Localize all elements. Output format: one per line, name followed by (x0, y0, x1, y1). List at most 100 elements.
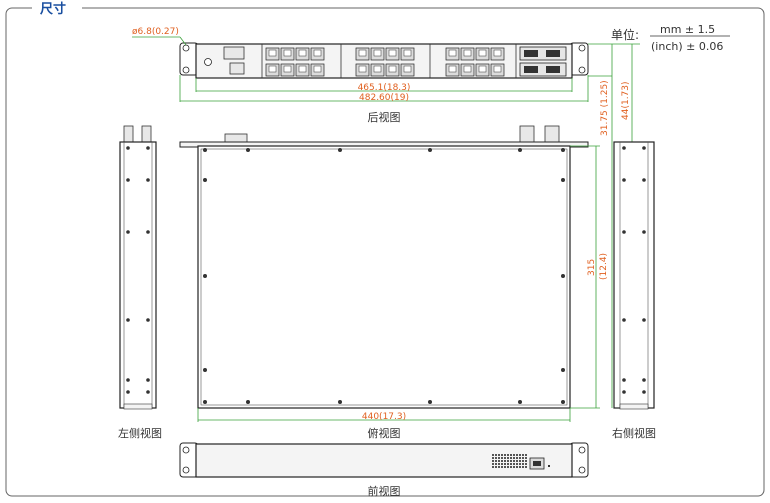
top-view-body (197, 145, 571, 409)
led-dot (510, 466, 512, 468)
led-dot (501, 454, 503, 456)
led-dot (498, 454, 500, 456)
left-side-body (119, 141, 157, 409)
power-terminal-top (223, 46, 245, 60)
led-dot (492, 466, 494, 468)
height-small-label: 31.75 (1.25) (600, 80, 610, 136)
led-dot (501, 466, 503, 468)
led-dot (495, 466, 497, 468)
led-dot (507, 463, 509, 465)
screw-icon (622, 390, 626, 394)
units-imperial: (inch) ± 0.06 (651, 40, 723, 53)
screw-icon (428, 148, 432, 152)
led-dot (498, 457, 500, 459)
outer-width-label: 482.60(19) (359, 93, 409, 103)
led-dot (516, 463, 518, 465)
top-view-caption: 俯视图 (368, 426, 401, 440)
led-dot (492, 460, 494, 462)
screw-icon (146, 178, 150, 182)
led-dot (492, 454, 494, 456)
screw-icon (203, 178, 207, 182)
led-dot (516, 460, 518, 462)
led-dot (501, 463, 503, 465)
led-dot (510, 454, 512, 456)
led-dot (519, 454, 521, 456)
led-dot (498, 466, 500, 468)
led-dot (525, 457, 527, 459)
rear-view (179, 42, 589, 79)
screw-icon (246, 400, 250, 404)
led-dot (501, 460, 503, 462)
screw-icon (561, 178, 565, 182)
screw-icon (622, 178, 626, 182)
screw-icon (126, 146, 130, 150)
led-dot (522, 454, 524, 456)
led-dot (492, 463, 494, 465)
depth-inch-label: (12.4) (599, 253, 609, 280)
screw-icon (203, 368, 207, 372)
led-dot (525, 460, 527, 462)
led-dot (507, 454, 509, 456)
front-right-ear (569, 442, 589, 478)
hole-diameter-label: ø6.8(0.27) (132, 27, 179, 37)
right-side-body (613, 141, 655, 409)
drawing-frame (5, 7, 765, 497)
led-dot (516, 466, 518, 468)
screw-icon (146, 146, 150, 150)
screw-icon (622, 230, 626, 234)
led-dot (495, 460, 497, 462)
right-side-view (613, 141, 655, 410)
led-dot (519, 466, 521, 468)
screw-icon (642, 178, 646, 182)
units-label: 单位: (611, 27, 639, 42)
front-left-ear (179, 442, 199, 478)
led-dot (504, 460, 506, 462)
led-dot (507, 457, 509, 459)
led-dot (507, 460, 509, 462)
screw-icon (146, 390, 150, 394)
top-power-connector (224, 133, 248, 143)
screw-icon (518, 400, 522, 404)
rear-view-caption: 后视图 (368, 110, 401, 124)
led-dot (513, 457, 515, 459)
screw-icon (246, 148, 250, 152)
led-dot (525, 454, 527, 456)
led-dot (516, 457, 518, 459)
screw-icon (146, 378, 150, 382)
led-dot (525, 463, 527, 465)
screw-icon (126, 378, 130, 382)
screw-icon (126, 318, 130, 322)
led-dot (519, 457, 521, 459)
led-dot (519, 460, 521, 462)
left-side-view (119, 125, 157, 410)
led-dot (516, 454, 518, 456)
inner-width-label: 465.1(18.3) (358, 83, 411, 93)
screw-icon (642, 230, 646, 234)
right-view-caption: 右侧视图 (612, 426, 656, 440)
rear-right-hole-top (578, 44, 586, 52)
rear-right-hole-bottom (578, 66, 586, 74)
screw-icon (642, 318, 646, 322)
led-dot (522, 460, 524, 462)
led-dot (510, 457, 512, 459)
rear-left-hole-bottom (182, 66, 190, 74)
screw-icon (561, 400, 565, 404)
screw-icon (561, 148, 565, 152)
screw-icon (642, 390, 646, 394)
top-view-inner-edge (200, 148, 568, 406)
front-view-caption: 前视图 (368, 484, 401, 498)
front-panel-body (195, 443, 573, 478)
top-view (179, 125, 589, 409)
screw-icon (126, 230, 130, 234)
led-dot (498, 463, 500, 465)
screw-icon (203, 400, 207, 404)
screw-icon (203, 274, 207, 278)
screw-icon (126, 390, 130, 394)
led-dot (519, 463, 521, 465)
led-dot (504, 457, 506, 459)
led-dot (522, 463, 524, 465)
front-led-indicators (492, 454, 527, 468)
screw-icon (642, 146, 646, 150)
led-dot (522, 457, 524, 459)
